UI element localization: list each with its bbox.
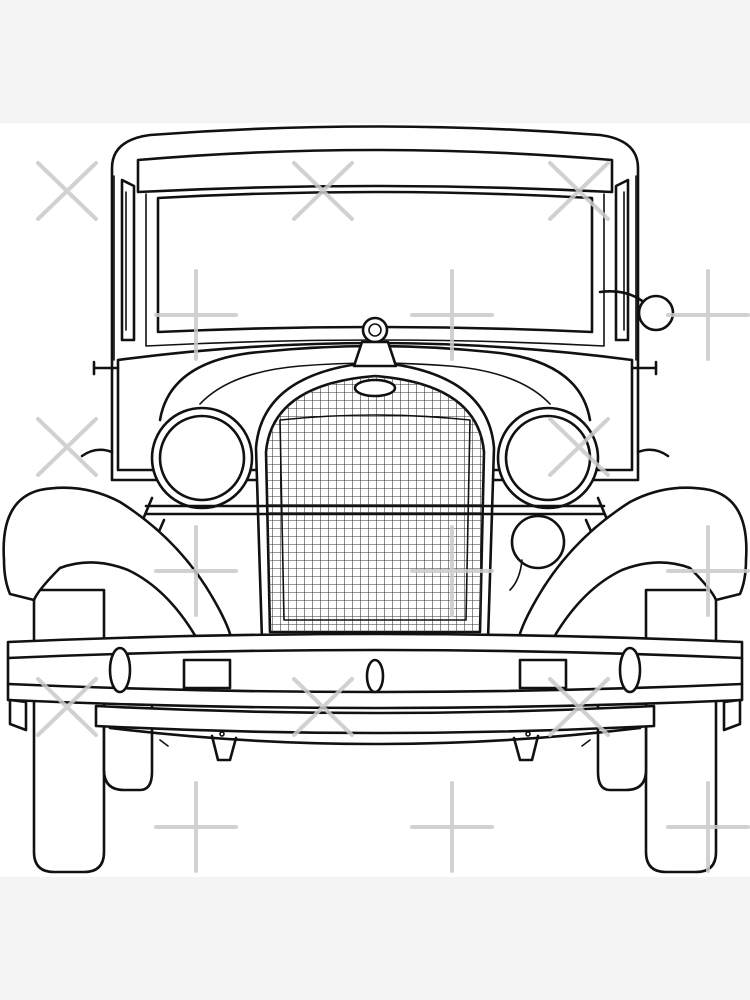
watermark-pattern — [36, 161, 750, 873]
horn — [510, 514, 566, 570]
right-pillar-detail — [623, 175, 637, 361]
top-margin — [0, 0, 750, 123]
left-headlight — [150, 406, 254, 510]
front-axle — [108, 726, 642, 746]
left-bumper-end — [8, 698, 28, 732]
right-spring-mount — [512, 734, 540, 762]
left-license-bracket — [182, 658, 232, 690]
right-headlight — [496, 406, 600, 510]
right-tire — [644, 588, 718, 874]
side-mirror — [637, 294, 675, 332]
radiator-emblem — [353, 378, 397, 398]
left-pillar — [120, 178, 136, 342]
left-pillar-detail — [113, 175, 127, 361]
roof-visor — [136, 148, 614, 194]
windshield — [156, 190, 594, 334]
right-bumper-clamp — [618, 646, 642, 694]
left-spring-mount — [210, 734, 238, 762]
car-illustration — [2, 125, 750, 874]
right-license-bracket — [518, 658, 568, 690]
radiator-cap — [361, 316, 389, 344]
left-bumper-clamp — [108, 646, 132, 694]
right-bumper-end — [722, 698, 742, 732]
left-door-handle — [92, 360, 120, 376]
front-apron — [94, 704, 656, 735]
right-fender-top — [636, 448, 670, 458]
right-pillar — [614, 178, 630, 342]
bottom-margin — [0, 877, 750, 1000]
center-bumper-clamp — [365, 658, 385, 694]
artwork-canvas — [0, 123, 750, 877]
right-door-handle — [630, 360, 658, 376]
radiator-neck — [352, 340, 398, 368]
radiator-inner-panel — [279, 414, 471, 621]
left-fender-top — [80, 448, 114, 458]
headlight-bar — [144, 504, 606, 516]
